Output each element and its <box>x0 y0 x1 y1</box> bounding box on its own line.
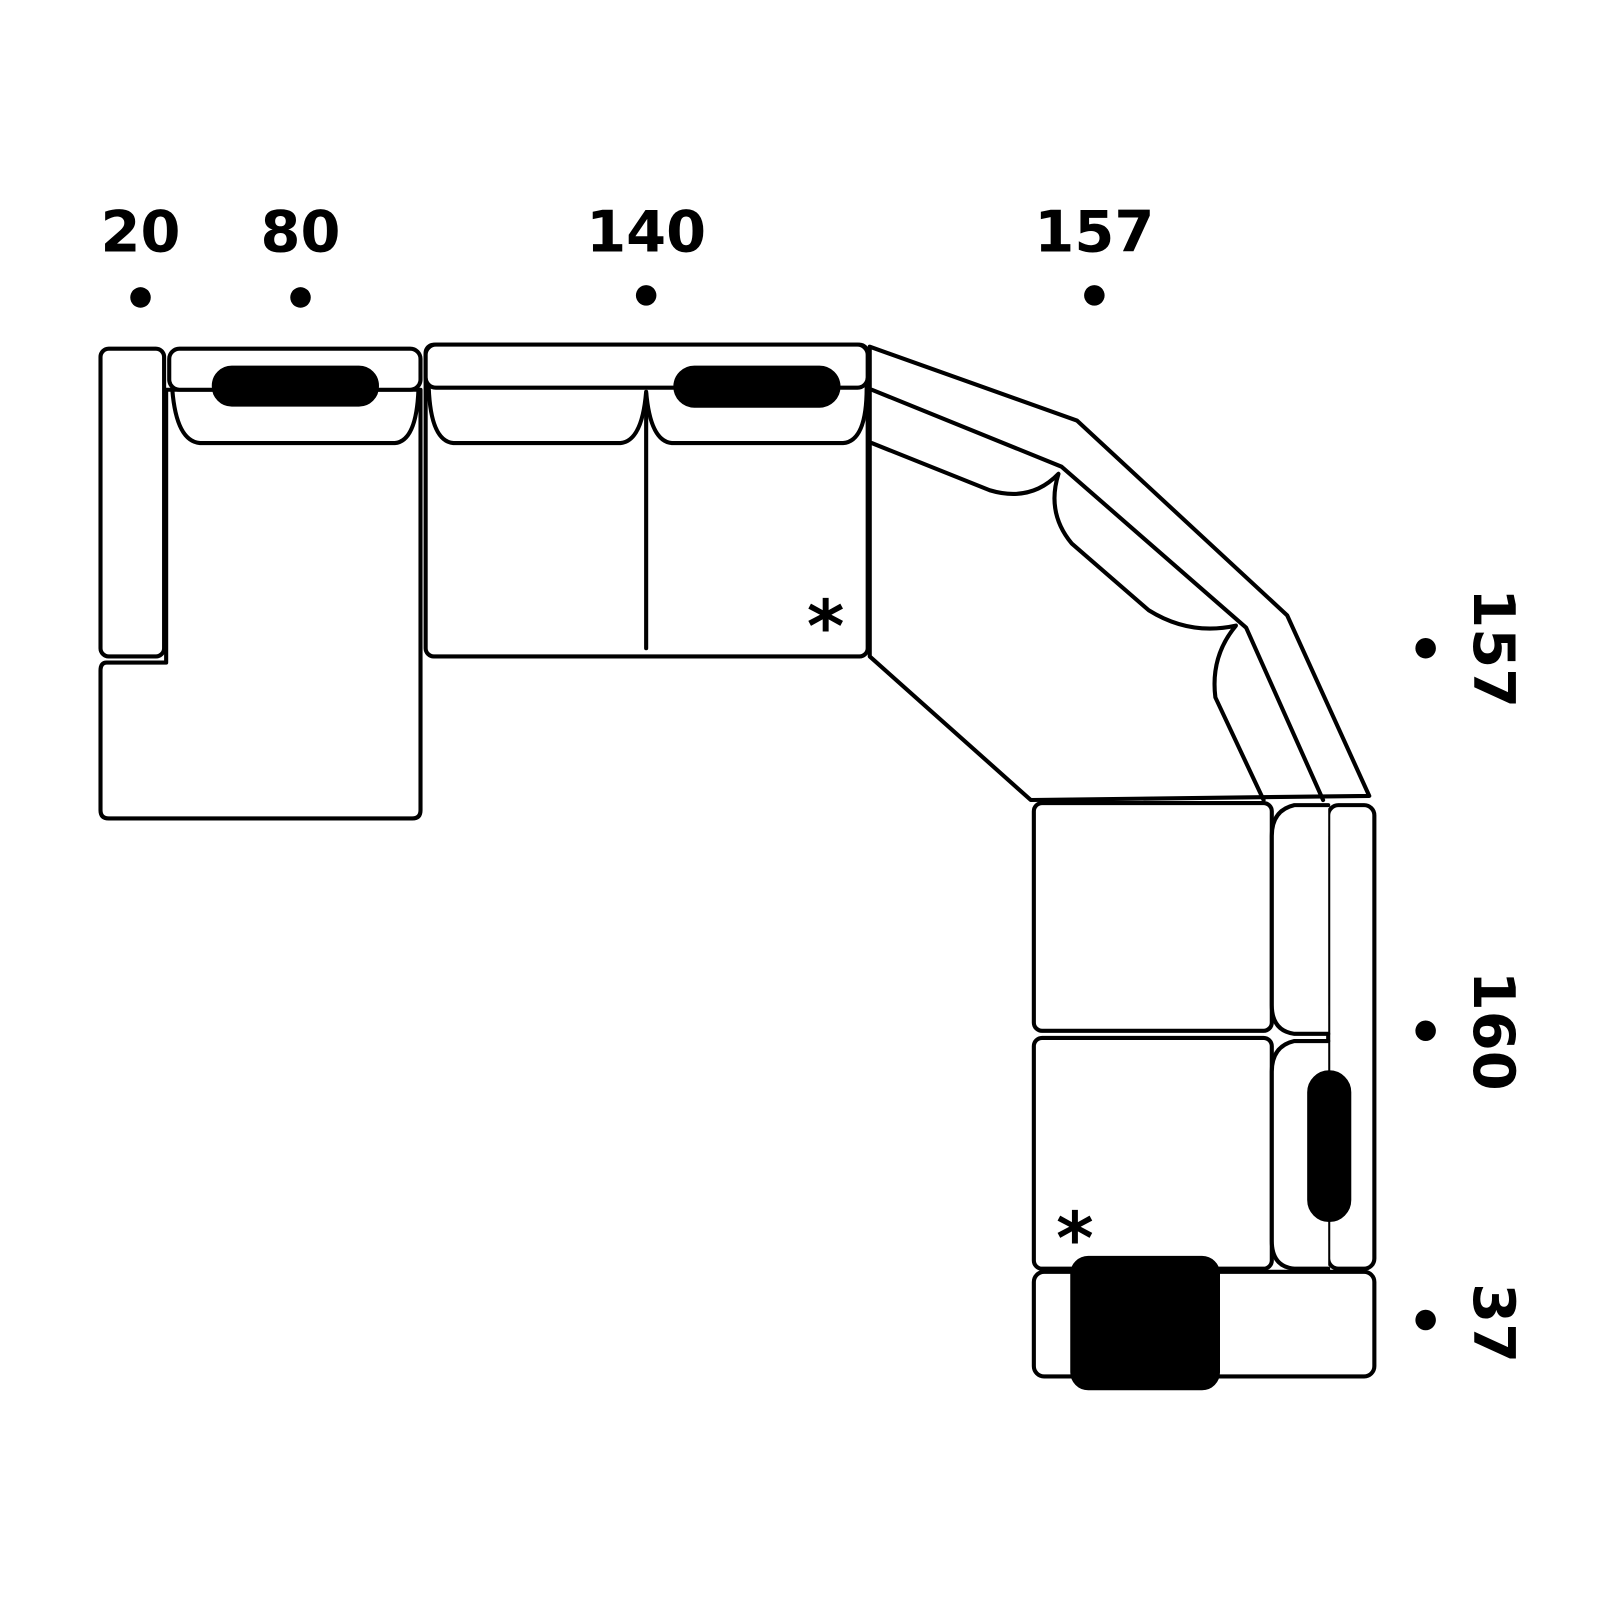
dim-label-37-right: 37 <box>1460 1283 1527 1363</box>
corner-back-cushions <box>869 441 1266 803</box>
left-armrest <box>98 346 167 659</box>
dim-label-160-right: 160 <box>1460 971 1527 1091</box>
corner-backrest-line <box>869 387 1326 803</box>
dim-dot <box>130 287 151 308</box>
chaise-module <box>98 346 423 821</box>
dim-label-80: 80 <box>261 198 341 265</box>
right-dimensions: 157 160 37 <box>1415 588 1527 1363</box>
dim-dot <box>290 287 311 308</box>
headrest-pill <box>1307 1070 1352 1223</box>
dim-dot <box>1415 1309 1436 1331</box>
dim-dot <box>635 285 657 306</box>
end-armrest-module <box>1031 1255 1377 1391</box>
dim-label-140: 140 <box>586 198 706 265</box>
armrest-block <box>1070 1255 1220 1391</box>
asterisk-marker: * <box>807 584 845 668</box>
right-seat-upper <box>1031 801 1274 1033</box>
corner-seat <box>867 344 1372 803</box>
corner-module <box>867 344 1372 803</box>
dim-label-20: 20 <box>101 198 181 265</box>
top-dimensions: 20 80 140 157 <box>101 198 1154 308</box>
chaise-seat <box>98 387 423 821</box>
dim-dot <box>1084 285 1105 306</box>
middle-module: * <box>423 342 870 668</box>
headrest-pill <box>211 365 379 407</box>
right-back-cushion-upper <box>1269 803 1331 1036</box>
right-module: * <box>1031 801 1377 1281</box>
headrest-pill <box>673 365 841 408</box>
dim-dot <box>1415 637 1436 659</box>
dim-label-157: 157 <box>1034 198 1154 265</box>
dim-dot <box>1415 1020 1436 1042</box>
chaise-back-cushion <box>170 387 421 446</box>
dim-label-157-right: 157 <box>1460 588 1527 708</box>
